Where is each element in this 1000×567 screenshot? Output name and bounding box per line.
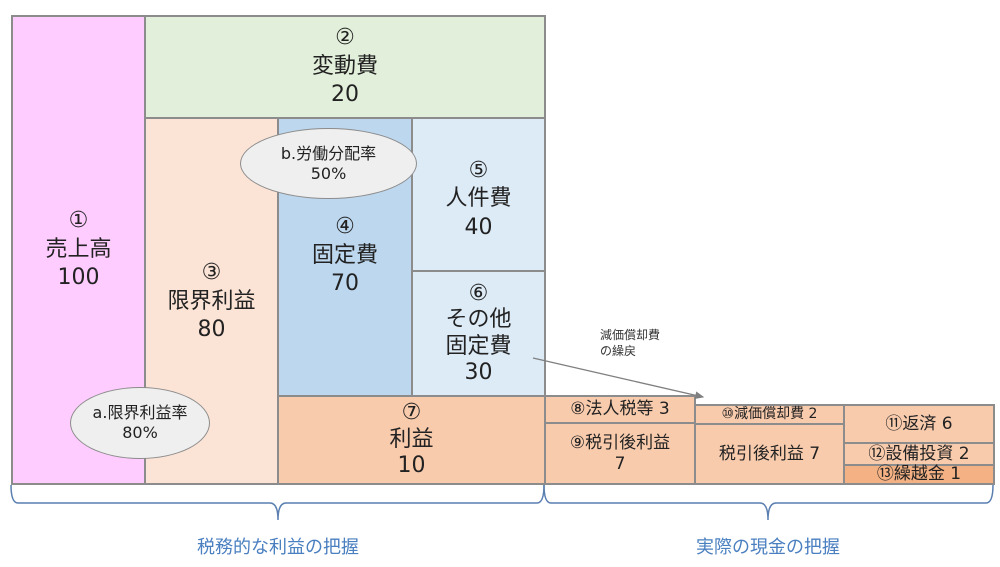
personnel-cost-block: ⑤ 人件費 40 [411, 117, 546, 272]
tax-profit-caption: 税務的な利益の把握 [197, 537, 359, 558]
profit-number: ⑦ [401, 400, 422, 426]
variable-cost-value: 20 [331, 82, 359, 108]
after-tax-profit-label: ⑨税引後利益 [569, 433, 671, 454]
fixed-cost-label: 固定費 [311, 242, 378, 268]
depreciation-block: ⑩減価償却費 2 [694, 404, 845, 425]
marginal-rate-ellipse: a.限界利益率 80% [70, 387, 210, 459]
labor-share-value: 50% [310, 163, 347, 183]
variable-cost-block: ② 変動費 20 [144, 15, 546, 119]
repayment-text: ⑪返済 6 [885, 413, 953, 434]
variable-cost-number: ② [335, 25, 355, 51]
profit-block: ⑦ 利益 10 [277, 395, 546, 485]
marginal-profit-label: 限界利益 [167, 288, 256, 314]
personnel-value: 40 [464, 214, 493, 240]
personnel-label: 人件費 [445, 186, 512, 212]
variable-cost-label: 変動費 [311, 53, 378, 79]
other-fixed-number: ⑥ [468, 280, 489, 306]
personnel-number: ⑤ [468, 157, 489, 183]
capex-text: ⑫設備投資 2 [868, 443, 970, 464]
after-tax-profit-block: ⑨税引後利益 7 [544, 422, 696, 485]
depreciation-arrow [532, 357, 705, 400]
repayment-block: ⑪返済 6 [843, 404, 995, 444]
carryover-text: ⑬繰越金 1 [876, 464, 962, 485]
depreciation-text: ⑩減価償却費 2 [721, 406, 818, 423]
fixed-cost-value: 70 [331, 271, 359, 297]
sales-label: 売上高 [45, 236, 112, 262]
other-fixed-cost-block: ⑥ その他 固定費 30 [411, 270, 546, 397]
actual-cash-caption: 実際の現金の把握 [696, 537, 840, 558]
carryover-block: ⑬繰越金 1 [843, 464, 995, 485]
other-fixed-label-2: 固定費 [445, 333, 512, 359]
right-brace-icon [543, 484, 994, 521]
corporate-tax-text: ⑧法人税等 3 [570, 399, 670, 420]
left-brace-icon [10, 484, 545, 521]
sales-value: 100 [57, 265, 100, 291]
note-line-1: 減価償却費 [600, 328, 661, 342]
after-tax-profit-value: 7 [614, 453, 626, 474]
note-line-2: の繰戻 [600, 344, 637, 359]
marginal-rate-label: a.限界利益率 [92, 403, 188, 422]
fixed-cost-number: ④ [335, 214, 355, 239]
profit-label: 利益 [389, 426, 434, 452]
other-fixed-value: 30 [464, 359, 493, 385]
marginal-rate-value: 80% [122, 423, 158, 442]
profit-value: 10 [397, 453, 426, 479]
labor-share-label: b.労働分配率 [280, 143, 377, 163]
sales-number: ① [68, 208, 89, 234]
labor-share-ellipse: b.労働分配率 50% [240, 128, 417, 199]
after-tax-profit-cash-block: 税引後利益 7 [694, 423, 845, 485]
other-fixed-label-1: その他 [445, 307, 512, 333]
marginal-profit-number: ③ [201, 260, 222, 285]
marginal-profit-value: 80 [197, 317, 226, 343]
capex-block: ⑫設備投資 2 [843, 442, 995, 466]
depreciation-addback-note: 減価償却費 の繰戻 [600, 327, 660, 359]
after-tax-profit-cash-text: 税引後利益 7 [718, 443, 821, 464]
